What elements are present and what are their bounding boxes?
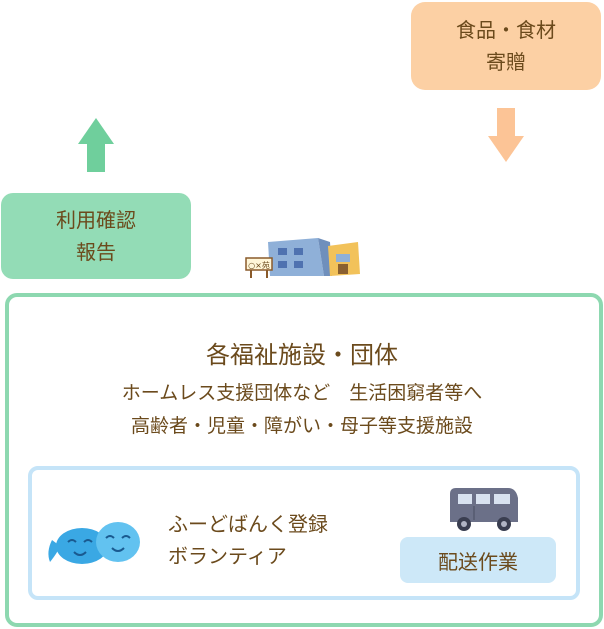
food-donation-box: 食品・食材 寄贈 bbox=[411, 2, 601, 90]
donation-label: 寄贈 bbox=[486, 50, 526, 74]
usage-confirmation-label: 利用確認 bbox=[56, 208, 136, 232]
food-donation-label: 食品・食材 bbox=[456, 18, 556, 42]
homeless-support-text: ホームレス支援団体など 生活困窮者等へ bbox=[121, 382, 483, 404]
report-label: 報告 bbox=[76, 240, 116, 264]
usage-report-box: 利用確認 報告 bbox=[1, 193, 191, 279]
facility-building-icon: ○×苑 bbox=[245, 238, 360, 278]
down-arrow-icon bbox=[488, 108, 524, 162]
delivery-work-label: 配送作業 bbox=[438, 549, 518, 574]
elderly-child-support-text: 高齢者・児童・障がい・母子等支援施設 bbox=[130, 415, 473, 437]
welfare-facilities-title: 各福祉施設・団体 bbox=[206, 341, 398, 369]
volunteer-faces-icon bbox=[48, 522, 140, 564]
up-arrow-icon bbox=[78, 118, 114, 172]
delivery-work-box: 配送作業 bbox=[400, 537, 556, 583]
volunteer-text: ボランティア bbox=[168, 544, 287, 568]
delivery-van-icon bbox=[450, 488, 518, 531]
facility-sign-text: ○×苑 bbox=[248, 260, 270, 270]
foodbank-registration-text: ふーどばんく登録 bbox=[168, 512, 328, 536]
